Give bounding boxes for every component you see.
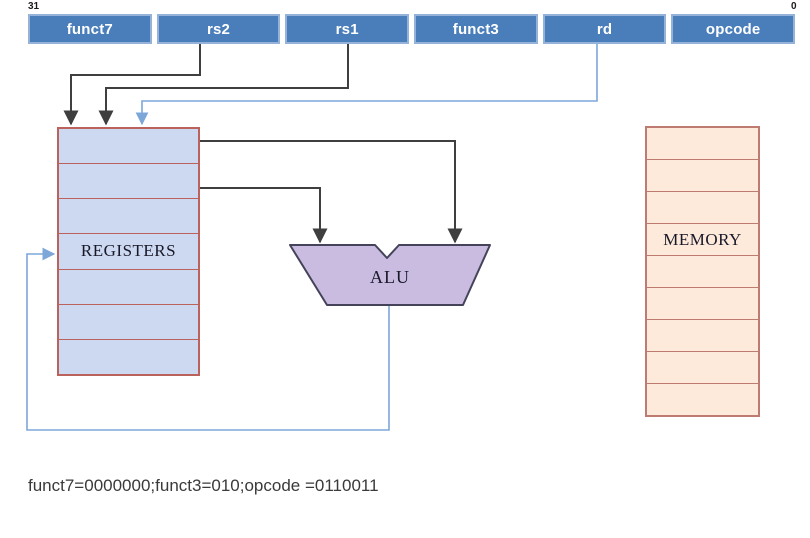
wire-rs1-to-registers: [98, 44, 349, 126]
register-row: [59, 129, 198, 163]
memory-row: MEMORY: [647, 223, 758, 255]
memory-row: [647, 319, 758, 351]
register-row: [59, 268, 198, 304]
wire-registers-to-alu-left: [200, 187, 328, 244]
memory-row: [647, 383, 758, 415]
bit-index-0: 0: [791, 1, 797, 12]
register-row: [59, 303, 198, 339]
register-row: REGISTERS: [59, 233, 198, 268]
memory-row: [647, 287, 758, 319]
field-funct7: funct7: [28, 14, 152, 44]
memory-row: [647, 128, 758, 159]
field-rs1: rs1: [285, 14, 410, 44]
memory-row: [647, 191, 758, 223]
memory-block: MEMORY: [645, 126, 760, 417]
wire-rs2-to-registers: [63, 44, 201, 126]
wire-alu-result-to-registers: [26, 247, 390, 431]
field-rd: rd: [542, 14, 667, 44]
register-row: [59, 338, 198, 374]
registers-block: REGISTERS: [57, 127, 200, 376]
register-row: [59, 163, 198, 198]
memory-row: [647, 351, 758, 383]
memory-label: MEMORY: [663, 229, 742, 249]
alu-shape: [289, 244, 491, 306]
wire-registers-to-alu-right: [200, 140, 463, 244]
memory-row: [647, 255, 758, 287]
field-funct3-label: funct3: [452, 20, 499, 38]
registers-label: REGISTERS: [80, 241, 177, 261]
register-row: [59, 198, 198, 233]
field-funct7-label: funct7: [66, 20, 113, 38]
bit-index-31: 31: [28, 1, 40, 12]
field-opcode-label: opcode: [705, 20, 761, 38]
wire-rd-to-registers: [135, 44, 598, 126]
field-rd-label: rd: [596, 20, 613, 38]
instruction-encoding-caption: funct7=0000000;funct3=010;opcode =011001…: [28, 476, 379, 495]
field-opcode: opcode: [671, 14, 796, 44]
field-rs2-label: rs2: [206, 20, 231, 38]
memory-row: [647, 159, 758, 191]
field-rs2: rs2: [156, 14, 281, 44]
instruction-field-bar: funct7 rs2 rs1 funct3 rd opcode: [28, 14, 796, 44]
field-funct3: funct3: [414, 14, 538, 44]
field-rs1-label: rs1: [335, 20, 359, 38]
